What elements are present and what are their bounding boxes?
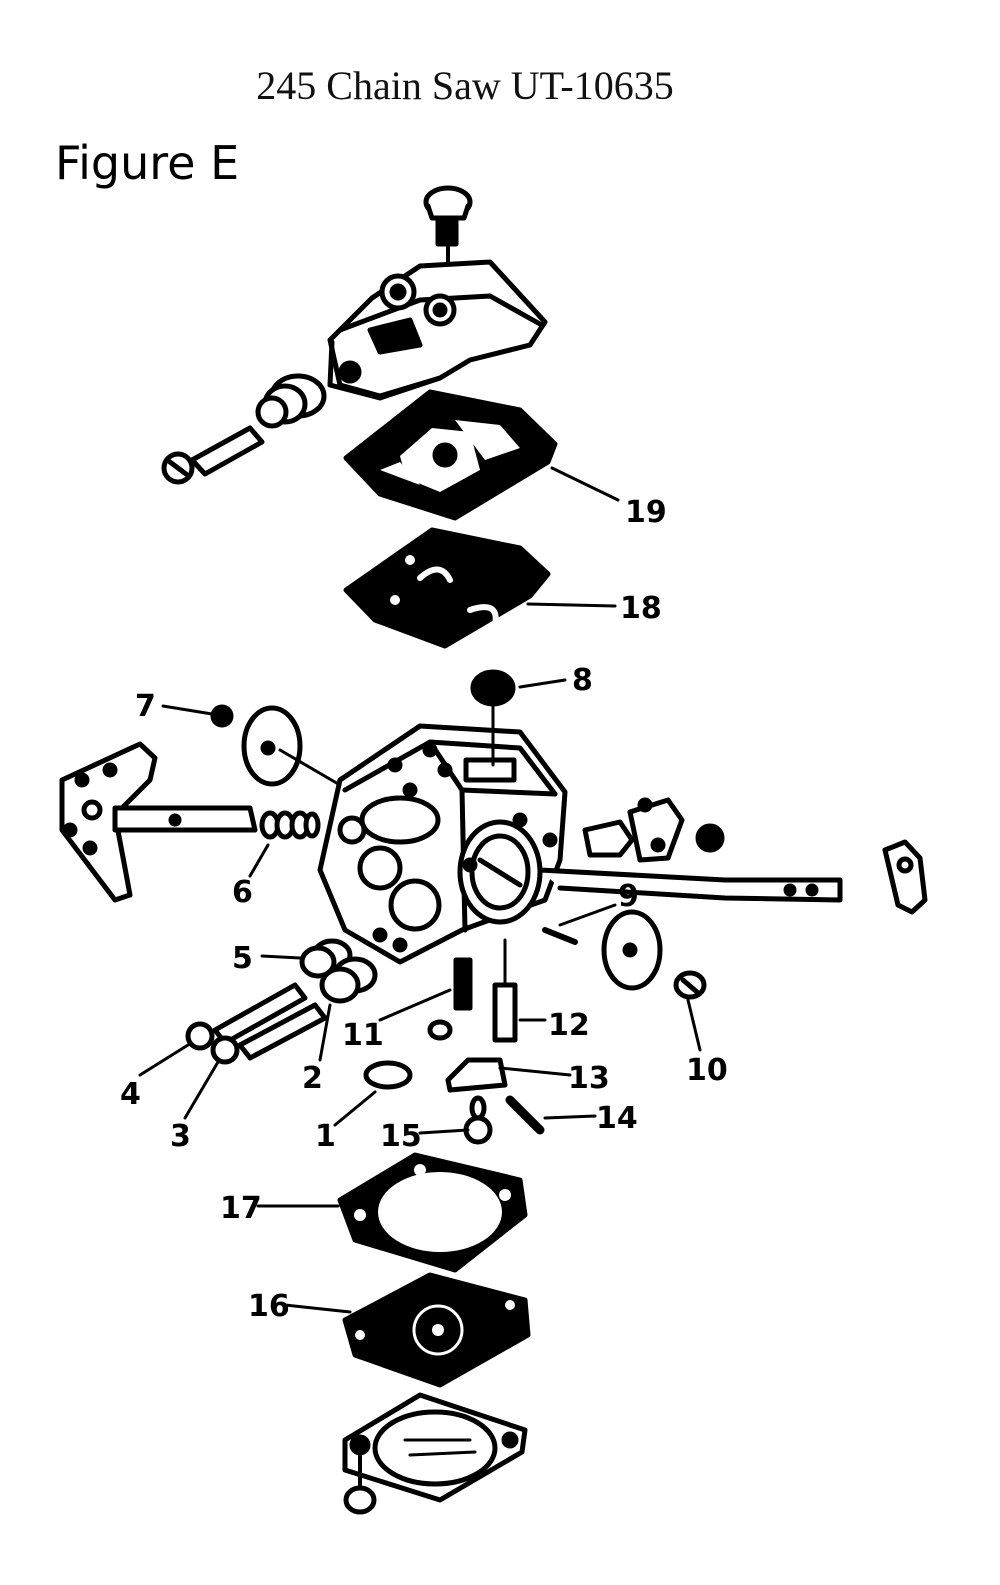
callout-3: 3 — [170, 1119, 191, 1154]
callout-10: 10 — [686, 1053, 728, 1088]
pump-cover-assembly — [161, 185, 548, 485]
callout-14: 14 — [596, 1101, 638, 1136]
figure-label: Figure E — [55, 136, 240, 190]
diaphragm-16 — [342, 1272, 531, 1388]
needles-springs — [185, 938, 378, 1065]
choke-shaft — [537, 797, 928, 915]
callout-9: 9 — [618, 879, 639, 914]
disc-9 — [542, 909, 707, 1000]
gasket-19 — [343, 389, 558, 521]
diaphragm-18 — [343, 527, 551, 649]
callout-1: 1 — [315, 1119, 336, 1154]
callout-18: 18 — [620, 591, 662, 626]
disc-7 — [210, 704, 342, 787]
callout-5: 5 — [232, 941, 253, 976]
cap-8 — [470, 669, 516, 767]
callout-2: 2 — [302, 1061, 323, 1096]
callout-6: 6 — [232, 875, 253, 910]
callout-17: 17 — [220, 1191, 262, 1226]
callout-12: 12 — [548, 1008, 590, 1043]
leader-lines — [138, 466, 702, 1314]
carburetor-body — [317, 723, 568, 965]
callouts: 19 18 8 7 6 9 5 11 12 10 2 4 13 3 1 15 1… — [120, 495, 728, 1324]
callout-15: 15 — [380, 1119, 422, 1154]
callout-8: 8 — [572, 663, 593, 698]
gasket-17 — [337, 1152, 528, 1273]
callout-13: 13 — [568, 1061, 610, 1096]
callout-11: 11 — [342, 1018, 384, 1053]
page-title: 245 Chain Saw UT-10635 — [256, 63, 674, 108]
callout-19: 19 — [625, 495, 667, 530]
callout-4: 4 — [120, 1077, 141, 1112]
callout-7: 7 — [135, 689, 156, 724]
metering-parts — [363, 938, 545, 1145]
callout-16: 16 — [248, 1289, 290, 1324]
throttle-lever — [59, 741, 321, 903]
bottom-cover — [342, 1392, 528, 1515]
